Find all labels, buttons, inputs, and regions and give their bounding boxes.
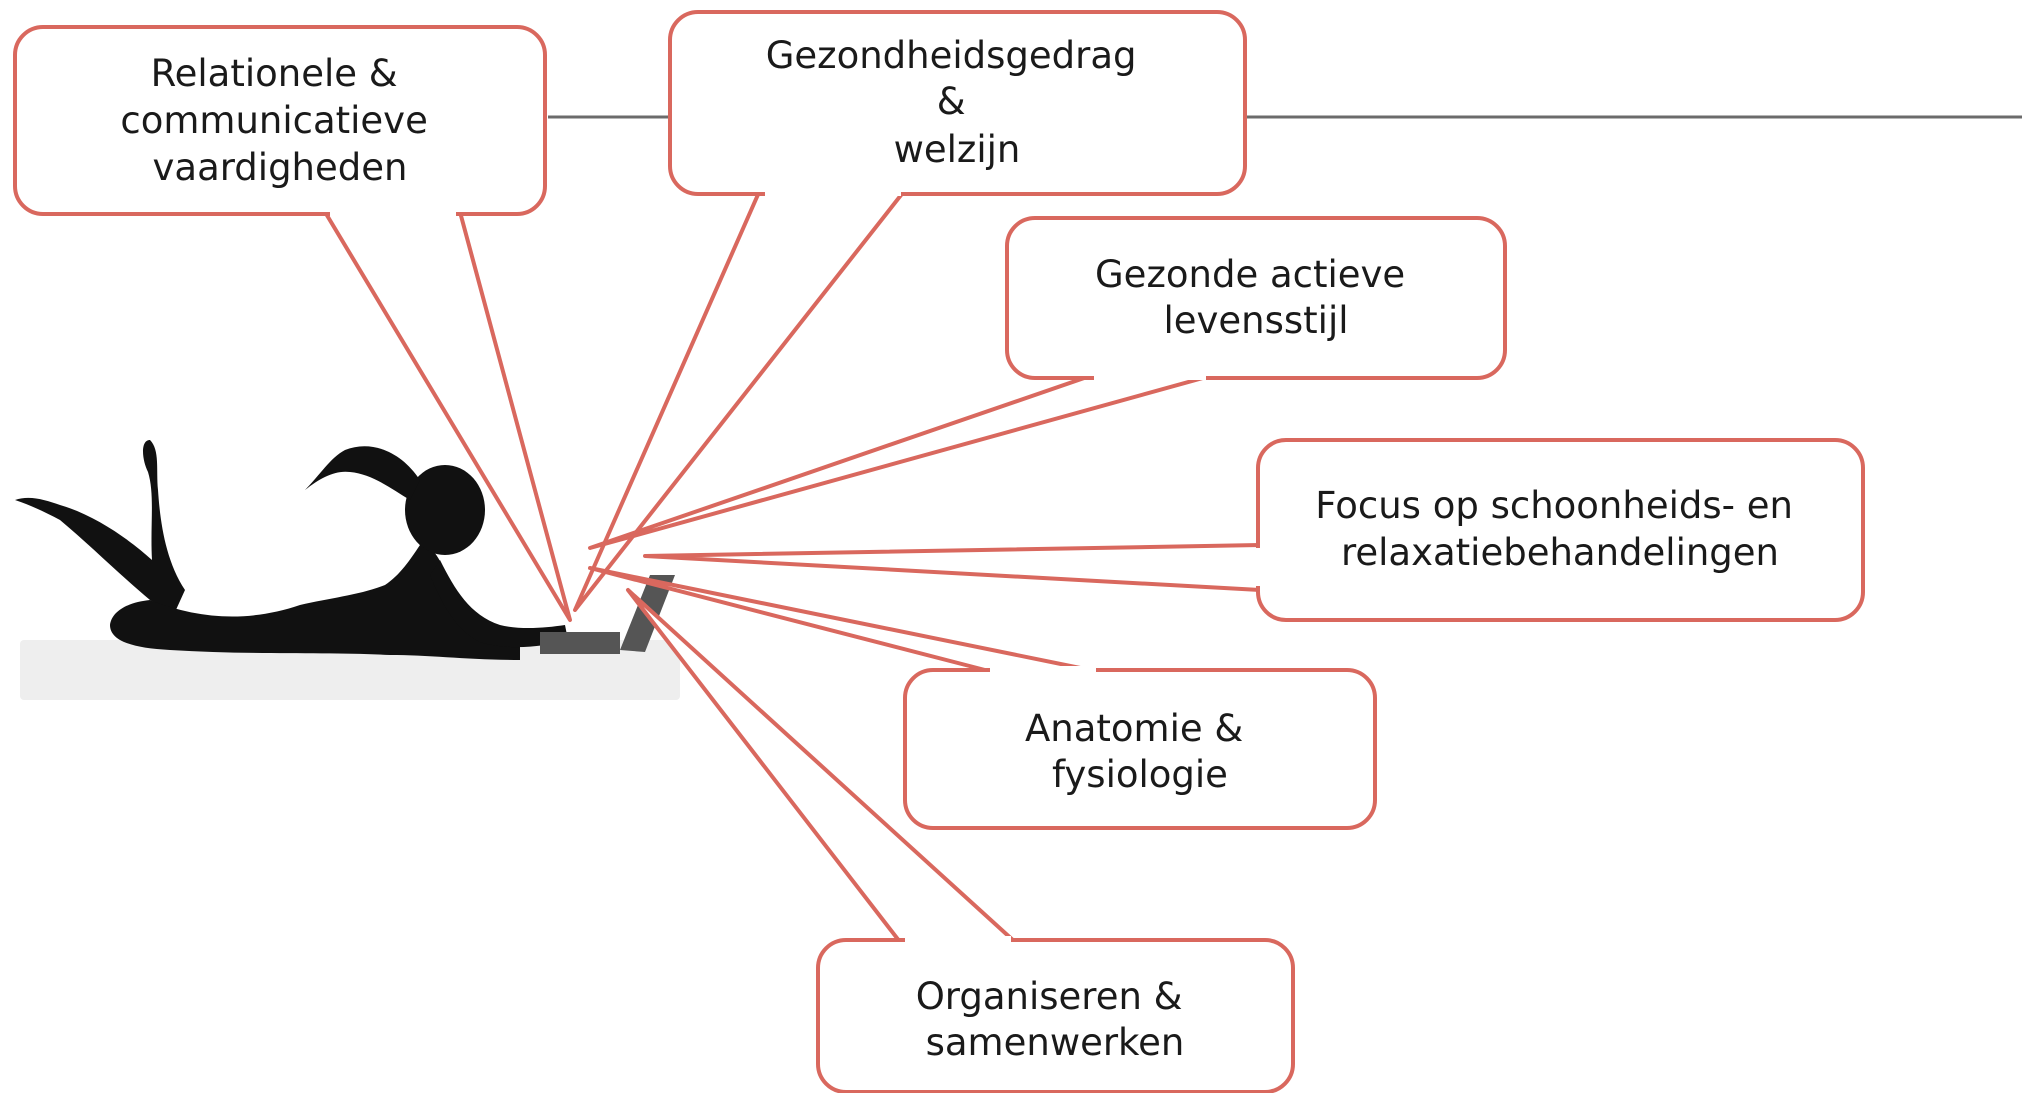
callout-line: samenwerken xyxy=(926,1021,1185,1064)
callout-line: Focus op schoonheids- en xyxy=(1315,484,1793,527)
callout-tail-beauty xyxy=(643,543,1262,592)
callout-line: communicatieve xyxy=(120,99,427,142)
callout-box-health xyxy=(668,10,1247,196)
callout-line: Relationele & xyxy=(151,52,398,95)
callout-line: fysiologie xyxy=(1052,753,1228,796)
callout-line: relaxatiebehandelingen xyxy=(1341,531,1779,574)
callout-box-organise xyxy=(816,938,1295,1093)
callout-label-organise: Organiseren & samenwerken xyxy=(916,975,1195,1064)
callout-line: Organiseren & xyxy=(916,975,1183,1018)
callout-box-anatomy xyxy=(903,668,1377,830)
callout-line: Gezonde actieve xyxy=(1095,253,1405,296)
callout-line: levensstijl xyxy=(1163,299,1348,342)
callout-box-beauty xyxy=(1256,438,1865,622)
callout-line: Gezondheidsgedrag xyxy=(766,34,1137,77)
callout-label-lifestyle: Gezonde actieve levensstijl xyxy=(1095,253,1417,342)
callout-line: vaardigheden xyxy=(153,146,408,189)
callout-tail-health xyxy=(573,188,907,612)
callout-box-relational xyxy=(13,25,547,216)
callout-line: & xyxy=(937,80,966,123)
callout-box-lifestyle xyxy=(1005,216,1507,380)
callout-line: welzijn xyxy=(894,128,1021,171)
callout-label-beauty: Focus op schoonheids- en relaxatiebehand… xyxy=(1315,484,1804,574)
callout-label-health: Gezondheidsgedrag & welzijn xyxy=(766,34,1149,171)
callout-line: Anatomie & xyxy=(1025,707,1243,750)
woman-laptop-silhouette-icon xyxy=(15,440,675,660)
callout-label-anatomy: Anatomie & fysiologie xyxy=(1025,707,1255,796)
callout-label-relational: Relationele & communicatieve vaardighede… xyxy=(120,52,439,189)
callout-tail-relational xyxy=(323,210,572,622)
